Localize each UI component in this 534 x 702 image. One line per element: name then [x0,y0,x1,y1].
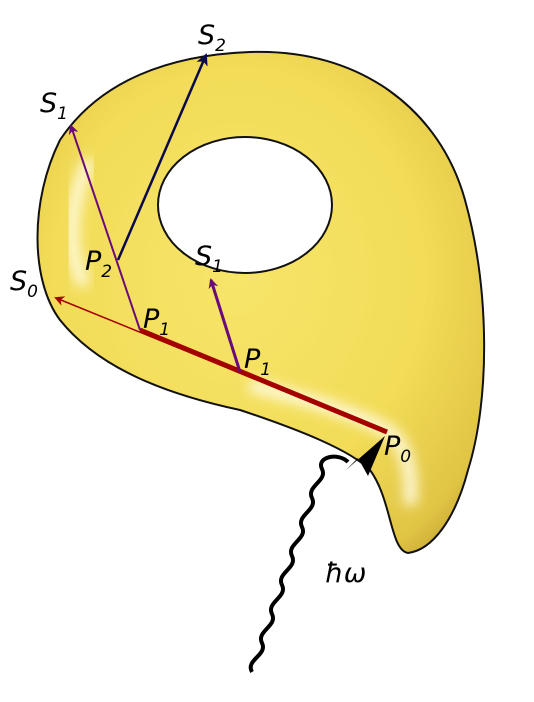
label-photon: ħω [325,558,366,589]
path-p0-p1-thick [139,327,388,435]
label-p2: P2 [85,246,112,282]
path-p1-s1-mid [208,278,242,373]
label-s0: S0 [10,266,38,302]
surface-outline [36,50,486,555]
label-p0: P0 [384,431,411,467]
highlight-left [65,156,97,289]
label-p1-mid: P1 [244,344,271,380]
surface-hole [157,136,333,274]
path-p2-s2 [116,53,208,261]
label-p1-left: P1 [143,304,170,340]
label-s2: S2 [198,20,226,56]
photon-wave [248,454,350,674]
photon-arrowhead [346,436,385,476]
label-s1-mid: S1 [195,241,223,277]
path-p1-p2-s1-left [68,124,141,331]
surface-body [36,50,486,555]
label-s1-left: S1 [40,88,68,124]
